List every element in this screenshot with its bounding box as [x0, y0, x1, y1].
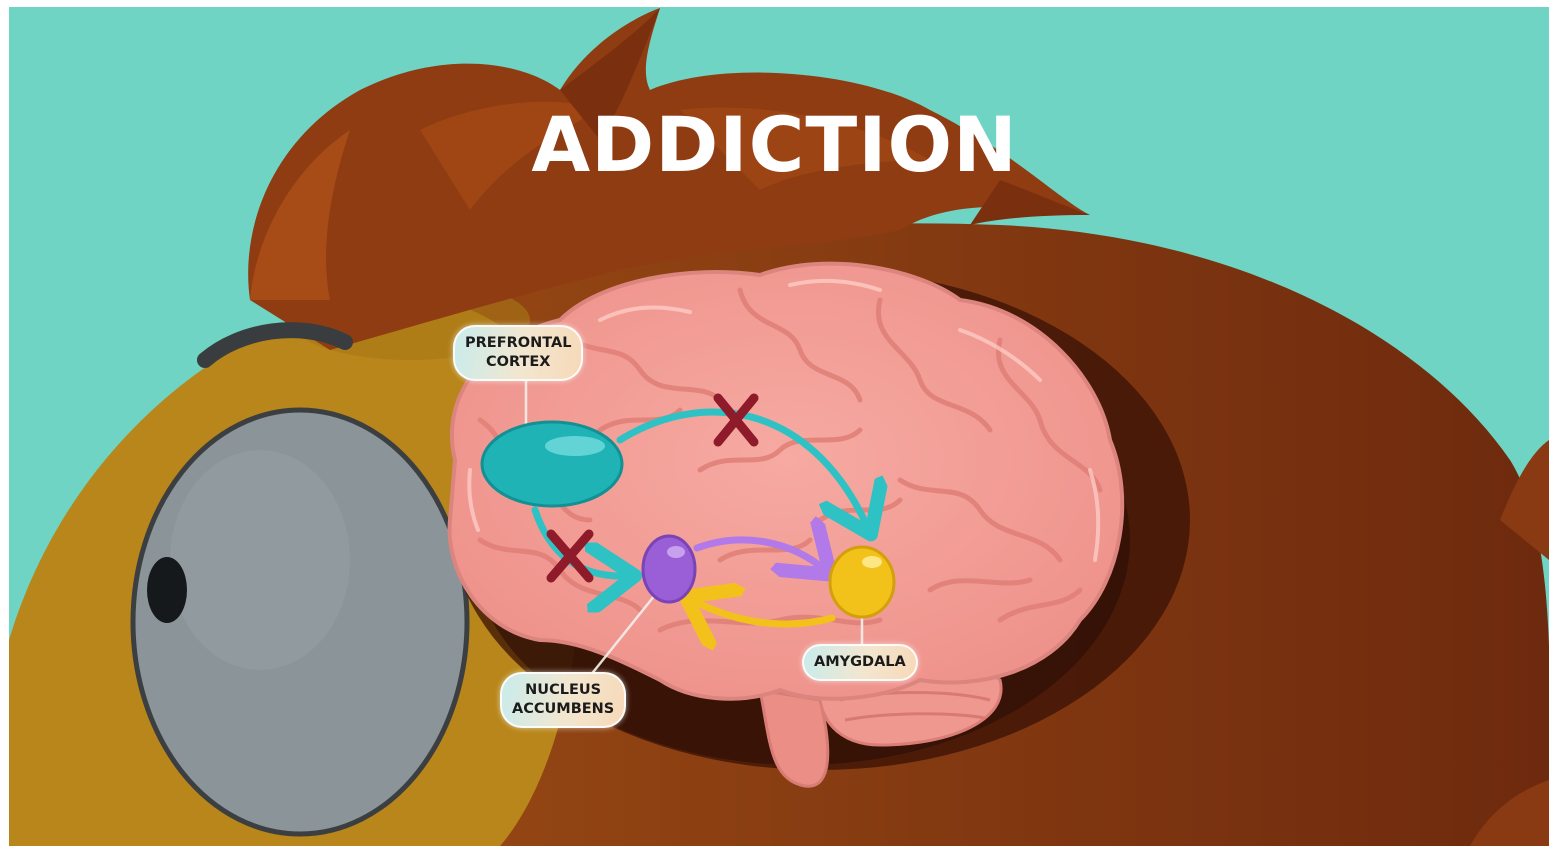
pupil — [147, 557, 187, 623]
title: ADDICTION — [0, 100, 1549, 189]
label-nucleus-accumbens: NUCLEUS ACCUMBENS — [500, 672, 626, 728]
label-amygdala: AMYGDALA — [802, 644, 918, 681]
prefrontal-cortex-region — [482, 422, 622, 506]
nucleus-accumbens-region — [643, 536, 695, 602]
label-prefrontal-cortex: PREFRONTAL CORTEX — [453, 325, 583, 381]
amygdala-region — [830, 547, 894, 617]
eye — [133, 410, 467, 834]
